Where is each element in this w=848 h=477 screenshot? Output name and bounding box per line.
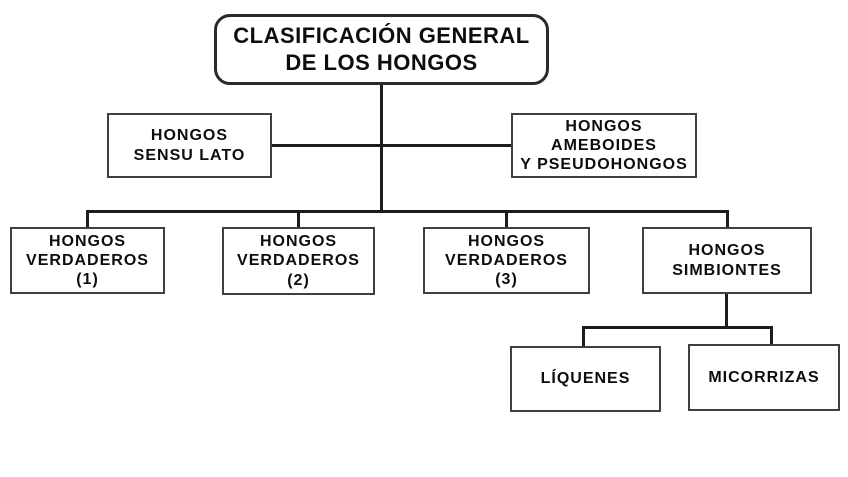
- connector-drop-simbiontes: [726, 210, 729, 229]
- connector-drop-verdaderos-1: [86, 210, 89, 229]
- connector-level4-horizontal: [582, 326, 773, 329]
- node-hongos-ameboides-y-pseudohongos: HONGOS AMEBOIDES Y PSEUDOHONGOS: [511, 113, 697, 178]
- connector-level2-horizontal: [271, 144, 512, 147]
- connector-drop-liquenes: [582, 326, 585, 347]
- node-micorrizas: MICORRIZAS: [688, 344, 840, 411]
- node-hongos-simbiontes: HONGOS SIMBIONTES: [642, 227, 812, 294]
- node-clasificacion-general-de-los-hongos: CLASIFICACIÓN GENERAL DE LOS HONGOS: [214, 14, 549, 85]
- node-liquenes: LÍQUENES: [510, 346, 661, 412]
- node-hongos-verdaderos-3: HONGOS VERDADEROS (3): [423, 227, 590, 294]
- node-hongos-sensu-lato: HONGOS SENSU LATO: [107, 113, 272, 178]
- connector-drop-micorrizas: [770, 326, 773, 345]
- connector-root-trunk: [380, 85, 383, 213]
- connector-simbiontes-trunk: [725, 294, 728, 329]
- connector-drop-verdaderos-3: [505, 210, 508, 229]
- connector-drop-verdaderos-2: [297, 210, 300, 229]
- node-hongos-verdaderos-1: HONGOS VERDADEROS (1): [10, 227, 165, 294]
- connector-level3-horizontal: [86, 210, 729, 213]
- node-hongos-verdaderos-2: HONGOS VERDADEROS (2): [222, 227, 375, 295]
